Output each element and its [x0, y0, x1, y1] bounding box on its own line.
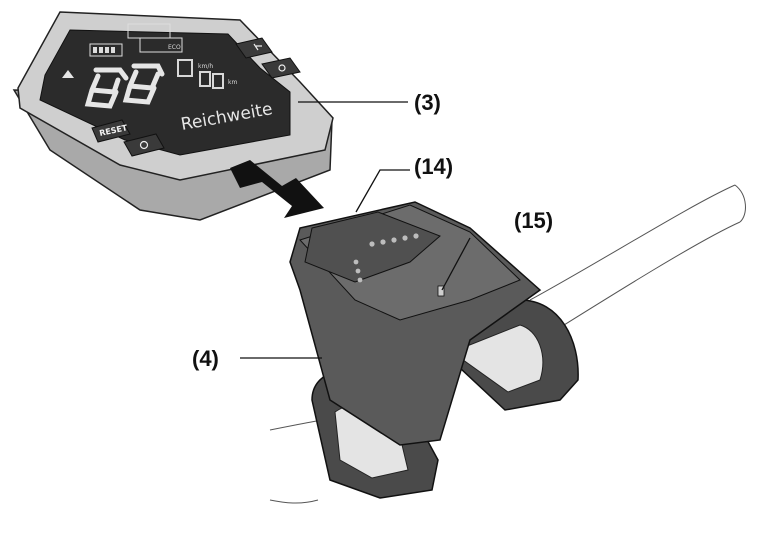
- reset-button[interactable]: RESET: [91, 119, 131, 143]
- callout-lock-pin: (15): [514, 208, 553, 233]
- speed-unit-label: km/h: [198, 63, 213, 70]
- display-holder: [289, 201, 579, 499]
- power-icon: [139, 140, 149, 150]
- walk-icon: [253, 43, 262, 51]
- contact-points: [353, 233, 419, 283]
- arrow-up-icon: [62, 70, 74, 78]
- clamp-insert-right: [450, 324, 544, 393]
- battery-bars: [93, 47, 115, 53]
- display-unit: ECO km/h km Reichweite RESET: [12, 11, 334, 221]
- range-digits: [177, 59, 224, 89]
- light-icon: [278, 64, 286, 72]
- speed-digits: [84, 63, 165, 109]
- holder-tongue: [304, 211, 441, 283]
- callout-display: (3): [414, 90, 441, 115]
- assist-level-label: ECO: [168, 44, 181, 51]
- assist-level-bars: [127, 23, 183, 53]
- range-unit-label: km: [228, 79, 237, 86]
- handlebar-outline: [269, 184, 746, 504]
- callout-holder: (4): [192, 346, 219, 371]
- power-button[interactable]: [123, 133, 165, 157]
- callout-leaders: [240, 101, 471, 359]
- slide-direction-arrow: [230, 160, 324, 218]
- callout-contacts: (14): [414, 154, 453, 179]
- light-button[interactable]: [261, 57, 301, 79]
- lock-pin: [437, 285, 445, 297]
- walk-assist-button[interactable]: [235, 37, 273, 59]
